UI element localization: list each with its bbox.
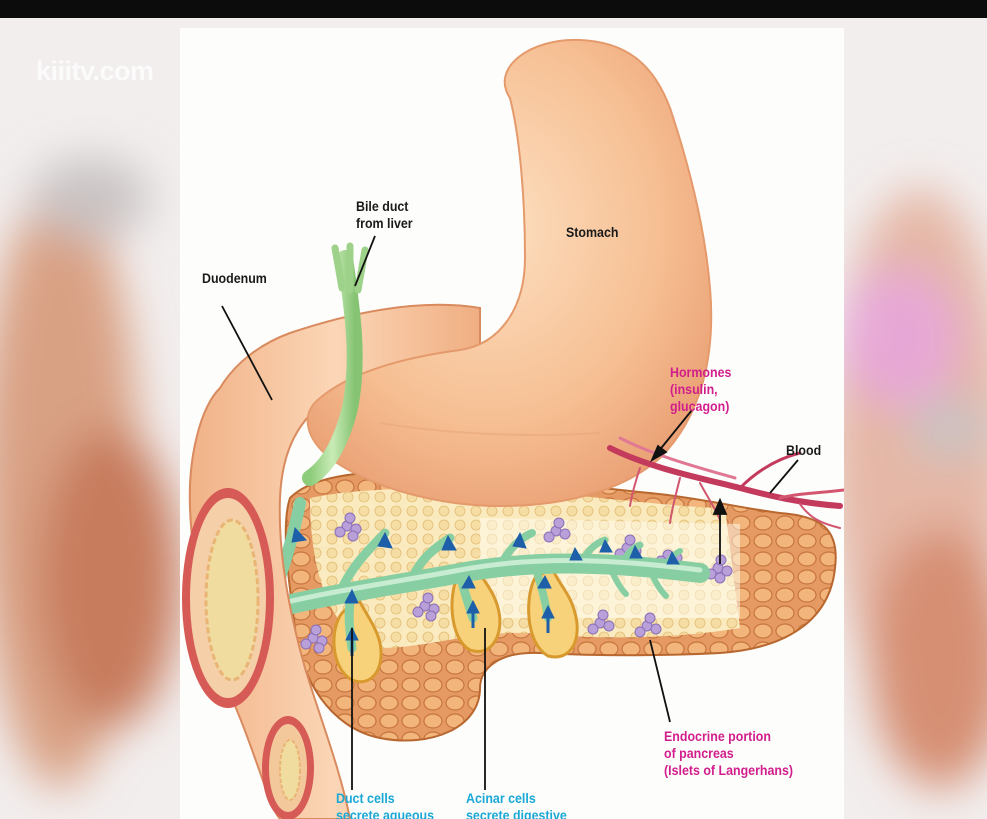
label-bile-duct: Bile duct from liver	[356, 198, 413, 232]
label-endocrine-portion: Endocrine portion of pancreas (Islets of…	[664, 728, 793, 779]
label-duct-cells: Duct cells secrete aqueous	[336, 790, 434, 819]
pancreas-illustration	[180, 28, 844, 819]
top-black-bar	[0, 0, 987, 18]
video-frame: kiiitv.com	[0, 18, 987, 819]
diagram-panel: Bile duct from liver Stomach Duodenum Ho…	[180, 28, 844, 819]
label-stomach: Stomach	[566, 224, 618, 241]
label-acinar-cells: Acinar cells secrete digestive	[466, 790, 567, 819]
stomach	[308, 40, 712, 506]
label-hormones: Hormones (insulin, glucagon)	[670, 364, 731, 415]
label-duodenum: Duodenum	[202, 270, 267, 287]
label-blood: Blood	[786, 442, 821, 459]
watermark-logo: kiiitv.com	[36, 56, 154, 87]
